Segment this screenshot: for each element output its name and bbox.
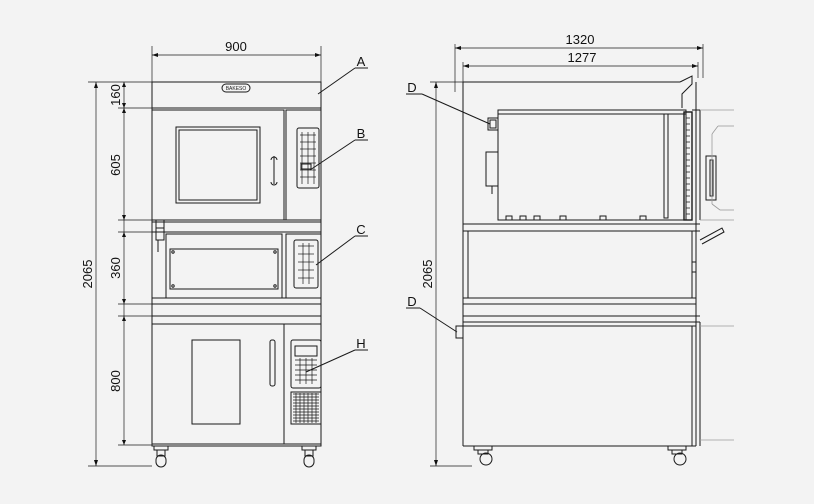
side-total-height-label: 2065 [420, 260, 435, 289]
oven-control-panel [300, 132, 316, 184]
side-overall-depth-dimension: 1320 [454, 32, 704, 92]
brand-logo: BAKESO [226, 86, 247, 92]
callout-a-label: A [357, 54, 366, 69]
front-width-label: 900 [225, 39, 247, 54]
callout-h-label: H [356, 336, 365, 351]
front-section-dimensions: 160 605 360 800 [108, 82, 152, 446]
proofer-control-panel [298, 243, 314, 284]
section-height-oven: 605 [108, 154, 123, 176]
callout-c-label: C [356, 222, 365, 237]
side-casters [473, 445, 687, 466]
overall-depth-label: 1320 [566, 32, 595, 47]
front-casters [153, 445, 317, 468]
vent-grille [290, 391, 322, 425]
front-top-hood: BAKESO [152, 83, 321, 109]
front-proofer [152, 227, 322, 305]
front-oven [151, 109, 322, 229]
side-oven [485, 109, 717, 221]
side-proofer [463, 231, 700, 323]
callout-c: C [315, 222, 368, 266]
side-view: 1320 1277 2065 [420, 32, 734, 467]
section-height-top: 160 [108, 84, 123, 106]
section-height-proofer: 360 [108, 257, 123, 279]
callout-d-bottom-label: D [407, 294, 416, 309]
front-callouts: A B C H [305, 54, 368, 373]
front-cabinet [151, 315, 322, 445]
callout-b: B [309, 126, 368, 171]
cabinet-control-panel [294, 345, 318, 384]
side-callouts: D D [406, 80, 491, 333]
front-view: 900 2065 160 [80, 39, 322, 468]
callout-a: A [317, 54, 368, 95]
callout-h: H [305, 336, 368, 373]
callout-b-label: B [357, 126, 366, 141]
section-height-cabinet: 800 [108, 370, 123, 392]
callout-d-top-label: D [407, 80, 416, 95]
front-width-dimension: 900 [151, 39, 322, 82]
side-total-height-dimension: 2065 [420, 81, 472, 467]
callout-d-bottom: D [406, 294, 458, 333]
front-total-height-dimension: 2065 [80, 81, 152, 467]
side-cabinet [455, 322, 734, 446]
side-door-swing [700, 109, 734, 221]
callout-d-top: D [406, 80, 491, 125]
side-oven-vent [686, 117, 690, 215]
body-depth-label: 1277 [568, 50, 597, 65]
front-total-height-label: 2065 [80, 260, 95, 289]
